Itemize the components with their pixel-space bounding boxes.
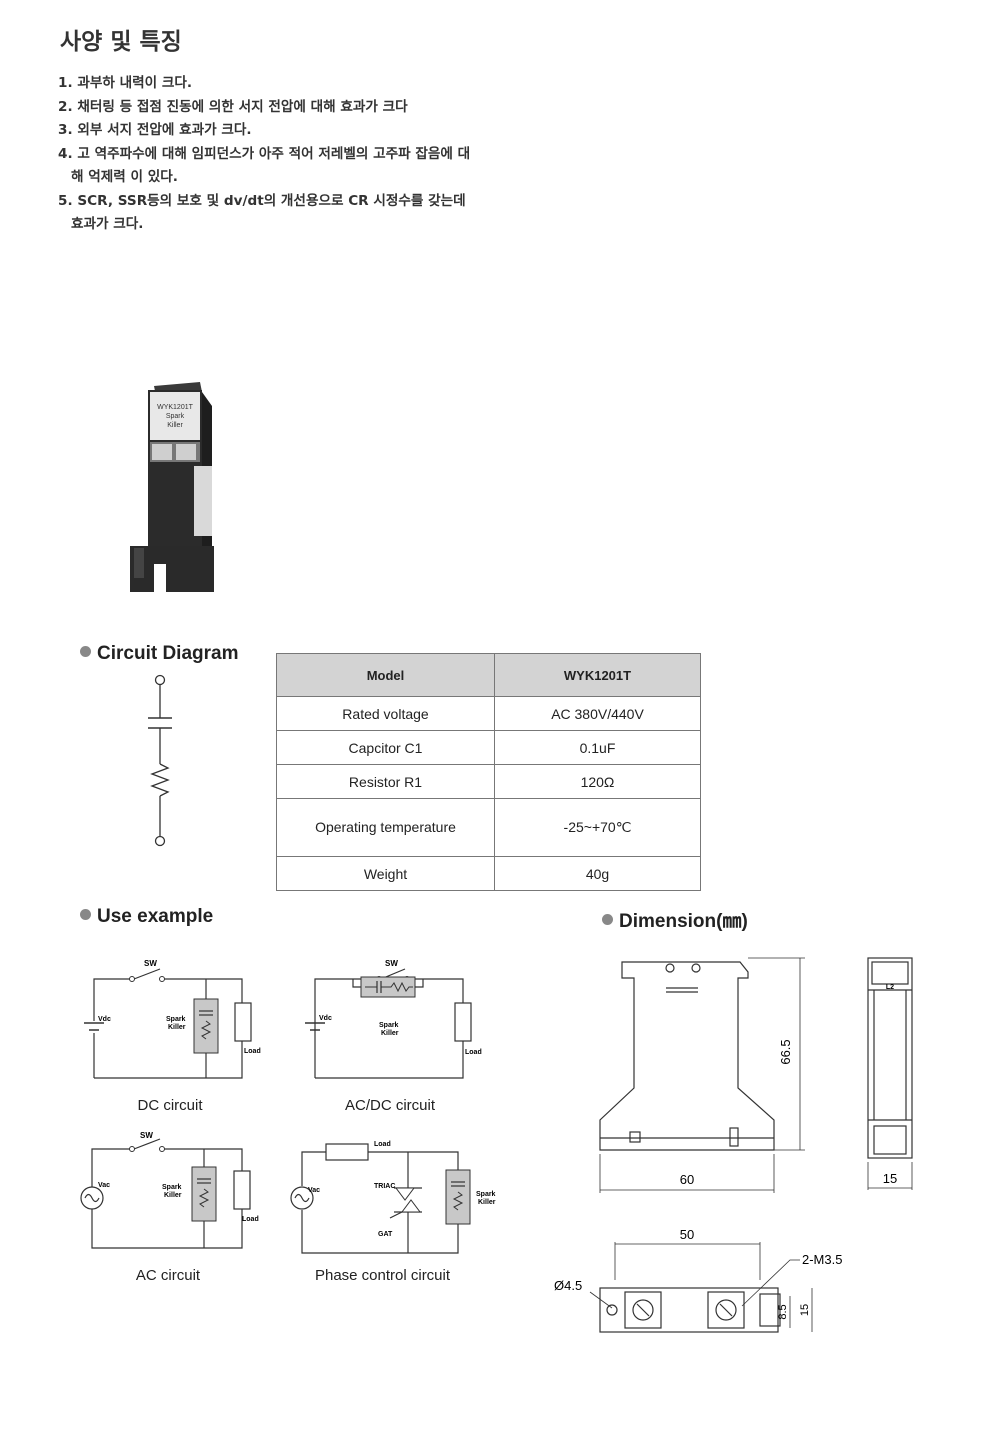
feature-item: 1. 과부하 내력이 크다.	[58, 75, 193, 91]
dc-load-label: Load	[244, 1048, 261, 1055]
table-cell: Rated voltage	[276, 696, 495, 731]
table-cell: 40g	[494, 856, 701, 891]
table-cell: -25~+70℃	[494, 798, 701, 857]
feature-item: 2. 채터링 등 접점 진동에 의한 서지 전압에 대해 효과가 크다	[58, 98, 408, 115]
hole-diameter-label: Ø4.5	[554, 1278, 582, 1293]
triac-label: TRIAC	[374, 1183, 395, 1190]
bullet-dot	[80, 909, 91, 920]
ac-killer-label: Spark	[162, 1184, 182, 1191]
dimension-heading: Dimension(㎜)	[602, 906, 748, 933]
ac-sw-label: SW	[140, 1131, 153, 1140]
load-resistor	[233, 1170, 251, 1210]
ac-load-label: Load	[242, 1216, 259, 1223]
circuit-diagram-title: Circuit Diagram	[97, 643, 239, 664]
phase-control-caption: Phase control circuit	[314, 1267, 451, 1284]
ac-killer-label: Killer	[164, 1192, 182, 1199]
bottom-dim-a: 8.5	[777, 1304, 789, 1319]
load-resistor	[454, 1002, 472, 1042]
table-header-row: Model WYK1201T	[276, 653, 701, 697]
circuit-diagram-heading: Circuit Diagram	[80, 643, 238, 665]
dimension-title: Dimension(㎜)	[619, 911, 748, 932]
depth-value: 15	[883, 1171, 897, 1186]
pitch-value: 50	[680, 1227, 694, 1242]
table-cell: AC 380V/440V	[494, 696, 701, 731]
table-cell: 120Ω	[494, 764, 701, 799]
feature-item: 3. 외부 서지 전압에 효과가 크다.	[58, 122, 252, 138]
feature-item: 4. 고 역주파수에 대해 임피던스가 아주 적어 저레벨의 고주파 잡음에 대…	[58, 145, 471, 186]
product-label-spark: Spark	[166, 413, 185, 420]
table-row: Resistor R1 120Ω	[276, 764, 701, 799]
dc-circuit-diagram: SW Vdc Spark Killer Load	[84, 959, 261, 1079]
acdc-circuit-diagram: SW Vdc Spark Killer Load	[305, 959, 482, 1079]
use-example-title: Use example	[97, 906, 214, 927]
height-value: 66.5	[778, 1039, 793, 1064]
terminal-top	[154, 674, 166, 686]
table-cell: Resistor R1	[276, 764, 495, 799]
triac-symbol	[394, 1187, 422, 1213]
acdc-killer-label: Spark	[379, 1022, 399, 1029]
gat-label: GAT	[378, 1231, 393, 1238]
acdc-sw-label: SW	[385, 959, 398, 968]
dc-source-label: Vdc	[98, 1016, 111, 1023]
table-row: Capcitor C1 0.1uF	[276, 730, 701, 765]
spec-table: Model WYK1201T Rated voltage AC 380V/440…	[276, 653, 701, 891]
dc-circuit-caption: DC circuit	[137, 1097, 203, 1114]
phase-load-label: Load	[374, 1141, 391, 1148]
product-photo: WYK1201T Spark Killer	[130, 382, 214, 592]
phase-killer-label: Spark	[476, 1191, 496, 1198]
table-header-cell: WYK1201T	[494, 653, 701, 697]
table-row: Operating temperature -25~+70℃	[276, 798, 701, 857]
table-header-cell: Model	[276, 653, 495, 697]
resistor-zigzag	[150, 763, 170, 797]
phase-control-circuit-diagram: Load Vac TRIAC GAT Spark Killer	[290, 1141, 496, 1254]
load-resistor	[234, 1002, 252, 1042]
width-value: 60	[680, 1172, 694, 1187]
dc-sw-label: SW	[144, 959, 157, 968]
acdc-killer-label: Killer	[381, 1030, 399, 1037]
dimension-front-view: 66.5 60	[599, 957, 805, 1193]
table-cell: Capcitor C1	[276, 730, 495, 765]
ac-circuit-diagram: SW Vac Spark Killer Load	[80, 1131, 259, 1249]
terminal-bottom	[154, 835, 166, 847]
table-cell: 0.1uF	[494, 730, 701, 765]
side-label: L2	[886, 984, 894, 991]
table-cell: Operating temperature	[276, 798, 495, 857]
product-label-model: WYK1201T	[157, 404, 194, 411]
feature-item: 5. SCR, SSR등의 보호 및 dv/dt의 개선용으로 CR 시정수를 …	[58, 192, 466, 233]
acdc-load-label: Load	[465, 1049, 482, 1056]
table-row: Weight 40g	[276, 856, 701, 891]
bullet-dot	[80, 646, 91, 657]
acdc-circuit-caption: AC/DC circuit	[344, 1097, 435, 1114]
product-label-killer: Killer	[167, 422, 183, 429]
dc-killer-label: Spark	[166, 1016, 186, 1023]
dc-killer-label: Killer	[168, 1024, 186, 1031]
feature-list: 1. 과부하 내력이 크다. 2. 채터링 등 접점 진동에 의한 서지 전압에…	[58, 72, 478, 237]
bottom-dim-b: 15	[799, 1304, 811, 1316]
bullet-dot	[602, 914, 613, 925]
load-resistor	[325, 1143, 369, 1161]
phase-source-label: Vac	[308, 1187, 320, 1194]
acdc-source-label: Vdc	[319, 1015, 332, 1022]
dimension-bottom-view: 50 Ø4.5 2-M3.5 8.5 15	[554, 1227, 842, 1333]
table-row: Rated voltage AC 380V/440V	[276, 696, 701, 731]
use-example-heading: Use example	[80, 906, 213, 928]
ac-circuit-caption: AC circuit	[135, 1267, 201, 1284]
table-cell: Weight	[276, 856, 495, 891]
page-title: 사양 및 특징	[60, 29, 182, 55]
ac-source-label: Vac	[98, 1182, 110, 1189]
phase-killer-label: Killer	[478, 1199, 496, 1206]
circuit-diagram-schematic	[148, 674, 172, 847]
screw-label: 2-M3.5	[802, 1252, 842, 1267]
dimension-side-view: L2 15	[867, 957, 913, 1190]
